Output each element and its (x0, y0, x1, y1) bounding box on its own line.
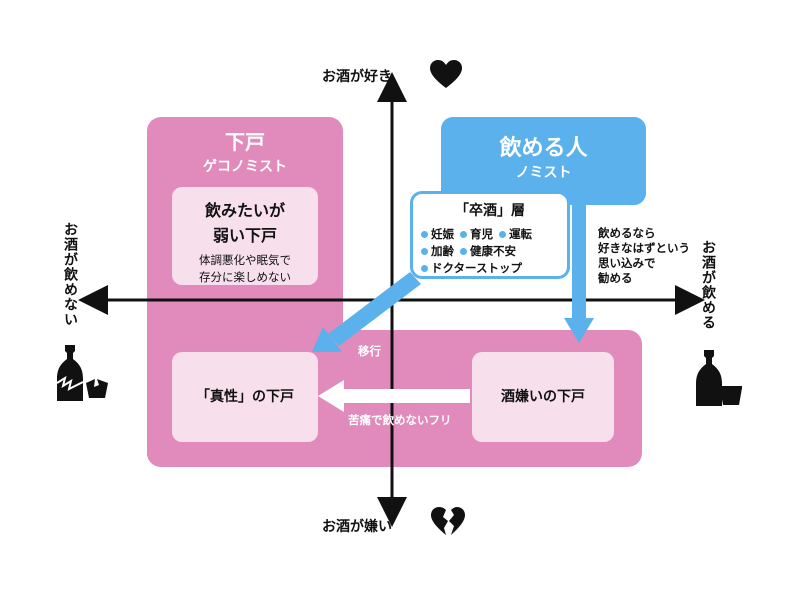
pretend-arrow-head (318, 380, 344, 412)
geko-inner-line2: 弱い下戸 (212, 226, 277, 245)
sotsushu-tag: 運転 (499, 226, 532, 242)
sake-cup-broken-icon (86, 379, 108, 398)
down-arrow-head (564, 318, 594, 343)
sotsushu-title: 「卒酒」層 (455, 203, 525, 219)
nomeru-note: 飲めるなら 好きなはずという 思い込みで 勧める (598, 226, 690, 286)
pretend-label: 苦痛で飲めないフリ (348, 413, 452, 427)
heart-icon (430, 60, 462, 88)
down-arrow-shaft (572, 205, 586, 323)
geko-inner-desc1: 体調悪化や眠気で (199, 253, 291, 267)
geko-inner-line1: 飲みたいが (204, 201, 285, 220)
diagonal-arrow-head (312, 327, 342, 352)
sotsushu-box: 「卒酒」層 妊娠育児運転 加齢健康不安 ドクターストップ (410, 191, 570, 279)
nomeru-note-line1: 飲めるなら (598, 226, 656, 240)
axis-bottom-label: お酒が嫌い (322, 519, 392, 535)
sotsushu-tags-row2: 加齢健康不安 (413, 242, 567, 259)
nomeru-region (441, 117, 646, 205)
geko-subtitle: ゲコノミスト (203, 159, 287, 175)
sotsushu-tag: ドクターストップ (421, 260, 522, 276)
geko-inner-desc2: 存分に楽しめない (199, 270, 291, 284)
sake-cup-icon (720, 386, 742, 405)
shinsei-geko-box: 「真性」の下戸 (172, 352, 318, 442)
migrate-label: 移行 (358, 344, 381, 358)
geko-title: 下戸 (225, 130, 265, 154)
axis-top-label: お酒が好き (322, 69, 392, 85)
nomeru-subtitle: ノミスト (515, 165, 572, 181)
sotsushu-tag: 健康不安 (460, 243, 516, 259)
pretend-arrow-shaft (340, 389, 470, 403)
axis-left-label: お酒が飲めない (62, 222, 78, 327)
nomeru-note-line2: 好きなはずという (598, 241, 690, 255)
sotsushu-tags-row3: ドクターストップ (413, 259, 567, 276)
diagonal-arrow-shaft (328, 272, 421, 346)
nomeru-title: 飲める人 (499, 136, 588, 161)
nomeru-note-line3: 思い込みで (598, 256, 656, 270)
sakegirai-geko-box: 酒嫌いの下戸 (472, 352, 614, 442)
broken-heart-icon (431, 507, 465, 535)
sotsushu-tag: 育児 (460, 226, 493, 242)
sotsushu-tags-row1: 妊娠育児運転 (413, 225, 567, 242)
sakegirai-geko-label: 酒嫌いの下戸 (501, 389, 585, 405)
geko-inner-box: 飲みたいが 弱い下戸 体調悪化や眠気で 存分に楽しめない (172, 187, 318, 285)
nomeru-note-line4: 勧める (598, 271, 633, 285)
sotsushu-tag: 妊娠 (421, 226, 454, 242)
sake-bottle-icon (696, 350, 722, 406)
shinsei-geko-label: 「真性」の下戸 (196, 389, 294, 405)
axis-right-label: お酒が飲める (700, 240, 716, 330)
sotsushu-tag: 加齢 (421, 243, 454, 259)
sake-bottle-broken-icon (56, 345, 84, 401)
